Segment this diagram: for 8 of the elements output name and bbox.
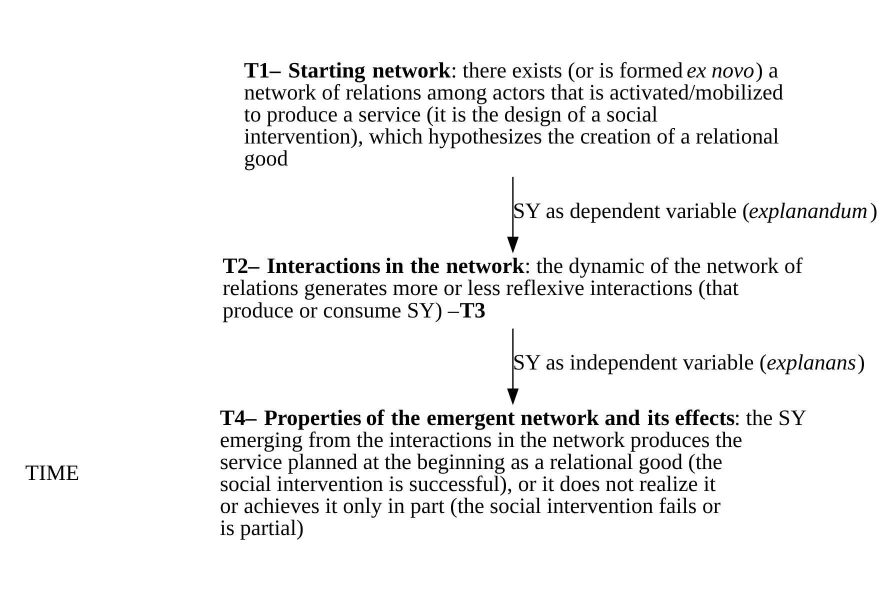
label: TIME	[25, 460, 80, 485]
node-text: T4– Properties of the emergent network and its effects: the SY emerging from the interactions in the network produces the service planned at the beginning as a relational good (the social intervention is successful), or it does not realize it or achieves it only in part (the social intervention fails or is partial)	[220, 404, 807, 540]
node-text: T2– Interactions in the network: the dynamic of the network of relations generates more or less reflexive interactions (that produce or consume SY) –T3	[222, 252, 803, 322]
node-text: T1– Starting network: there exists (or is formed ex novo) a network of relations among actors that is activated/mobilized to produce a service (it is the design of a social intervention), which hypothesizes the creation of a relational good	[244, 56, 784, 170]
arrow	[507, 176, 519, 253]
arrow	[507, 328, 519, 405]
edge-label: SY as independent variable (explanans)	[512, 349, 866, 374]
edge-label: SY as dependent variable (explanandum)	[512, 197, 878, 222]
